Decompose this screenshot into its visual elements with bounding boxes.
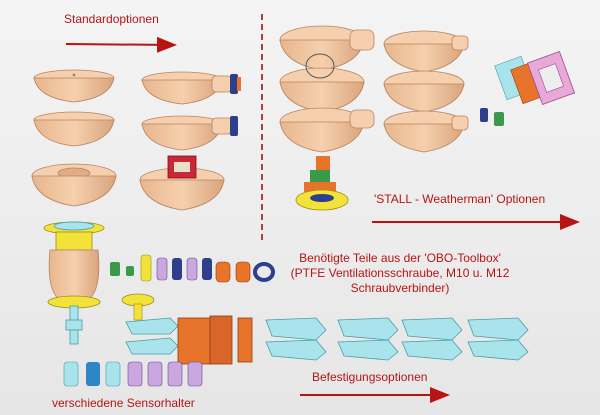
cyan-clamps: [125, 317, 529, 361]
cone-shield-1: [33, 69, 115, 103]
label-stall-options: 'STALL - Weatherman' Optionen: [374, 192, 546, 206]
yellow-mount: [121, 293, 155, 321]
cone-port-2: [141, 115, 238, 151]
label-sensor-holders: verschiedene Sensorhalter: [52, 396, 195, 410]
arrow-standard: [65, 36, 177, 53]
sensor-holders: [63, 361, 203, 387]
label-mounting-options: Befestigungsoptionen: [312, 370, 428, 384]
cone-shield-3-flange: [31, 163, 117, 207]
label-standard-options: Standardoptionen: [64, 12, 159, 26]
label-obo-toolbox: Benötigte Teile aus der 'OBO-Toolbox' (P…: [290, 251, 510, 295]
cone-with-red-bracket: [139, 155, 225, 211]
small-parts-row: [110, 254, 275, 283]
cone-shield-2: [33, 111, 115, 147]
cone-port-1: [141, 71, 241, 105]
housing-stack: [43, 221, 105, 345]
stall-assembly: [295, 156, 349, 211]
orange-block-clamp: [177, 315, 253, 365]
stall-small-parts: [480, 50, 576, 126]
stall-cones: [279, 25, 469, 153]
